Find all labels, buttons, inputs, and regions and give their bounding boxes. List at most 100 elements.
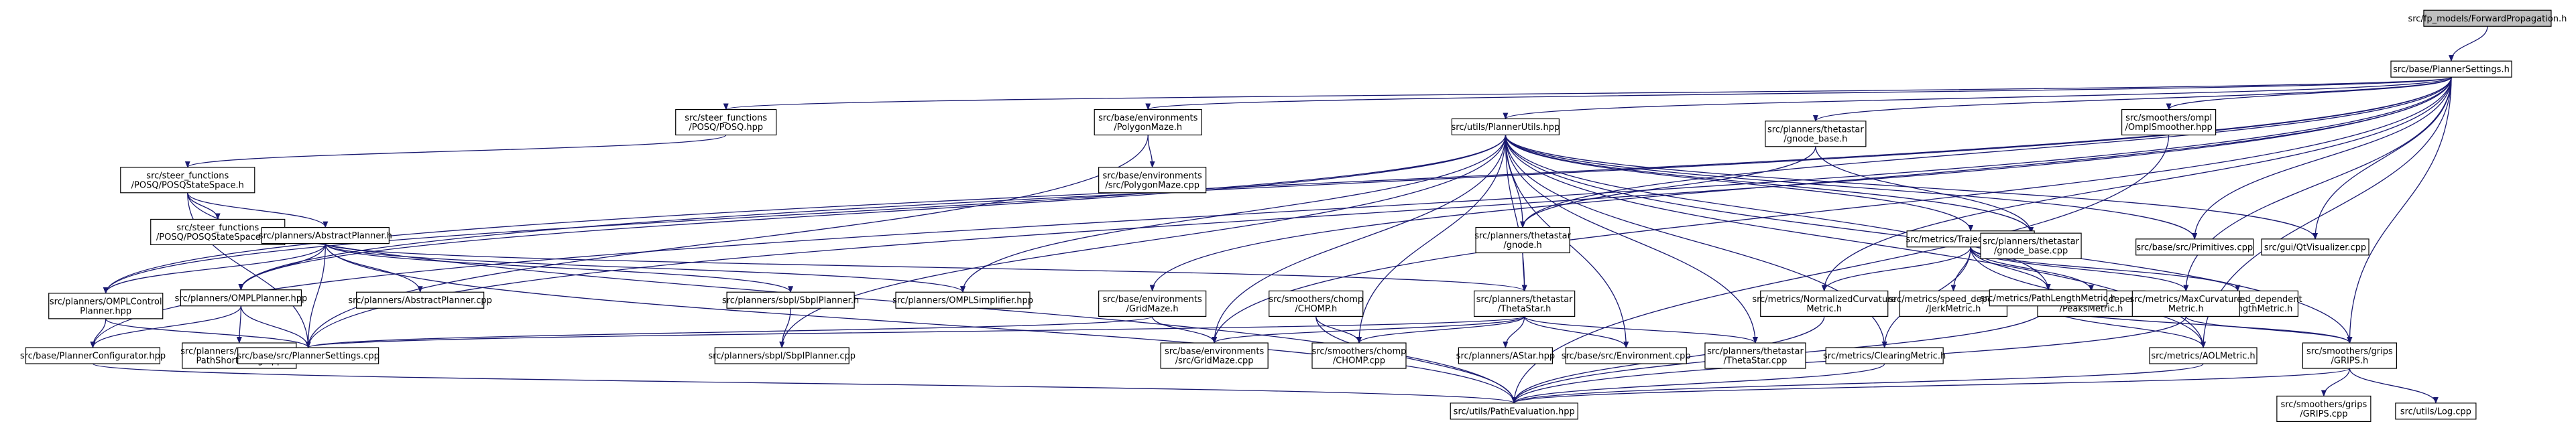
node-label: /PeaksMetric.h: [2060, 304, 2123, 314]
node-label: src/planners/OMPLPlanner.hpp: [175, 293, 308, 303]
node-label: src/planners/thetastar: [1983, 237, 2079, 247]
node-box: [2423, 9, 2552, 27]
node-label: Metric.h: [2168, 304, 2204, 314]
edge-pu-to-chompcpp: [1356, 135, 1507, 344]
node-label: src/utils/PlannerUtils.hpp: [1451, 123, 1560, 133]
node-gnodebase[interactable]: src/planners/thetastar/gnode_base.h: [1765, 121, 1867, 147]
node-grips[interactable]: src/smoothers/grips/GRIPS.h: [2302, 342, 2397, 369]
edge-omplplanner-to-anytime: [236, 305, 242, 344]
node-pu[interactable]: src/utils/PlannerUtils.hpp: [1451, 118, 1560, 136]
node-box: [2276, 395, 2372, 422]
edge-gridmaze-to-pscpp: [306, 315, 1153, 349]
node-box: [1565, 347, 1687, 364]
edge-ps-to-gridmazecpp: [1212, 77, 2452, 344]
node-aol[interactable]: src/metrics/AOLMetric.h: [2149, 347, 2258, 364]
edge-ps-to-qtvis: [2312, 77, 2452, 240]
node-gnodebasecpp[interactable]: src/planners/thetastar/gnode_base.cpp: [1980, 232, 2082, 259]
node-label: /CHOMP.cpp: [1333, 356, 1385, 366]
edges-layer: [90, 26, 2488, 404]
node-box: [1475, 226, 1570, 254]
node-abstractplanner[interactable]: src/planners/AbstractPlanner.h: [259, 227, 392, 244]
node-patheval[interactable]: src/utils/PathEvaluation.hpp: [1450, 403, 1578, 420]
node-label: /GRIPS.cpp: [2300, 409, 2347, 419]
node-box: [1098, 167, 1207, 194]
node-gridmazecpp[interactable]: src/base/environments/src/GridMaze.cpp: [1160, 342, 1269, 369]
node-posqss[interactable]: src/steer_functions/POSQ/POSQStateSpace.…: [120, 167, 255, 194]
edge-ps-to-maxcurv: [2183, 77, 2452, 292]
node-pscpp[interactable]: src/base/src/PlannerSettings.cpp: [237, 347, 379, 364]
node-label: /POSQ/POSQStateSpace.cpp: [156, 232, 280, 242]
node-label: /src/PolygonMaze.cpp: [1105, 180, 1199, 190]
node-sbpl[interactable]: src/planners/sbpl/SbplPlanner.h: [722, 291, 859, 309]
node-polymazecpp[interactable]: src/base/environments/src/PolygonMaze.cp…: [1098, 167, 1207, 194]
edge-ps-to-polymaze: [1145, 76, 2452, 111]
node-polymaze[interactable]: src/base/environments/PolygonMaze.h: [1094, 108, 1202, 136]
edge-trajmetric-to-normcurv: [1821, 246, 1971, 292]
node-gripscpp[interactable]: src/smoothers/grips/GRIPS.cpp: [2276, 395, 2372, 422]
node-qtvis[interactable]: src/gui/QtVisualizer.cpp: [2261, 238, 2369, 256]
node-envcpp[interactable]: src/base/src/Environment.cpp: [1562, 347, 1691, 364]
edge-thetastar-to-envcpp: [1524, 316, 1629, 349]
node-label: Metric.h: [1806, 304, 1842, 314]
node-sbplcpp[interactable]: src/planners/sbpl/SbplPlanner.cpp: [708, 347, 856, 364]
edge-omplplanner-to-pscpp: [240, 305, 311, 349]
node-clearing[interactable]: src/metrics/ClearingMetric.h: [1823, 347, 1946, 364]
node-chomp[interactable]: src/smoothers/chomp/CHOMP.h: [1269, 290, 1364, 317]
edge-ps-to-grips: [2347, 77, 2452, 344]
node-label: src/planners/OMPLControl: [50, 297, 162, 307]
node-chompcpp[interactable]: src/smoothers/chomp/CHOMP.cpp: [1311, 342, 1407, 369]
node-ps[interactable]: src/base/PlannerSettings.h: [2390, 60, 2512, 78]
node-box: [2390, 60, 2512, 78]
edge-ps-to-posq: [723, 76, 2452, 111]
edge-pu-to-pathlength: [1505, 135, 2051, 291]
node-label: /gnode_base.h: [1783, 134, 1847, 144]
node-box: [2121, 108, 2217, 136]
node-box: [2261, 238, 2369, 256]
node-primitives[interactable]: src/base/src/Primitives.cpp: [2135, 238, 2254, 256]
node-label: src/planners/thetastar: [1476, 295, 1573, 305]
node-pathlength[interactable]: src/metrics/PathLengthMetric.h: [1980, 289, 2116, 307]
edge-grips-to-gripscpp: [2321, 368, 2351, 397]
edge-trajmetric-to-peaks: [1970, 246, 2094, 292]
node-label: /OmplSmoother.hpp: [2125, 123, 2212, 133]
node-thetastarcpp[interactable]: src/planners/thetastar/ThetaStar.cpp: [1704, 342, 1806, 369]
node-box: [2302, 342, 2397, 369]
node-gridmaze[interactable]: src/base/environments/GridMaze.h: [1098, 290, 1207, 317]
node-jerk[interactable]: src/metrics/speed_dependent/JerkMetric.h: [1889, 290, 2018, 317]
node-omplsimplifier[interactable]: src/planners/OMPLSimplifier.hpp: [892, 291, 1033, 309]
node-label: src/metrics/ClearingMetric.h: [1823, 352, 1946, 362]
node-box: [237, 347, 379, 364]
node-thetastar[interactable]: src/planners/thetastar/ThetaStar.h: [1474, 290, 1576, 317]
node-fp[interactable]: src/fp_models/ForwardPropagation.h: [2408, 9, 2567, 27]
edge-abstractplanner-to-omplplanner: [238, 243, 326, 291]
edge-pu-to-omplsimplifier: [960, 135, 1507, 293]
node-label: src/steer_functions: [146, 171, 229, 181]
node-label: src/base/src/Environment.cpp: [1562, 352, 1691, 362]
edge-trajmetric-to-pathlength: [1970, 246, 2051, 291]
node-box: [2149, 347, 2258, 364]
node-label: /JerkMetric.h: [1926, 304, 1981, 314]
edge-grips-to-patheval: [1511, 368, 2351, 404]
node-box: [1311, 342, 1407, 369]
node-configurator[interactable]: src/base/PlannerConfigurator.hpp: [20, 347, 166, 364]
node-abstractplannercpp[interactable]: src/planners/AbstractPlanner.cpp: [348, 291, 492, 309]
node-omplplanner[interactable]: src/planners/OMPLPlanner.hpp: [175, 289, 308, 307]
node-gnode[interactable]: src/planners/thetastar/gnode.h: [1474, 226, 1572, 254]
node-label: src/planners/sbpl/SbplPlanner.h: [722, 296, 859, 306]
node-box: [1098, 290, 1207, 317]
node-label: /gnode.h: [1503, 240, 1541, 250]
node-box: [1458, 347, 1553, 364]
node-box: [2395, 403, 2477, 420]
node-label: src/smoothers/chomp: [1312, 347, 1407, 357]
node-label: src/smoothers/ompl: [2125, 113, 2212, 123]
node-box: [25, 347, 161, 364]
node-posq[interactable]: src/steer_functions/POSQ/POSQ.hpp: [675, 108, 777, 136]
edge-omplsmoother-to-patheval: [1511, 135, 2170, 404]
node-log[interactable]: src/utils/Log.cpp: [2395, 403, 2477, 420]
node-astar[interactable]: src/planners/AStar.hpp: [1456, 347, 1555, 364]
node-omplsmoother[interactable]: src/smoothers/ompl/OmplSmoother.hpp: [2121, 108, 2217, 136]
edge-ps-to-normcurv: [1821, 77, 2452, 292]
